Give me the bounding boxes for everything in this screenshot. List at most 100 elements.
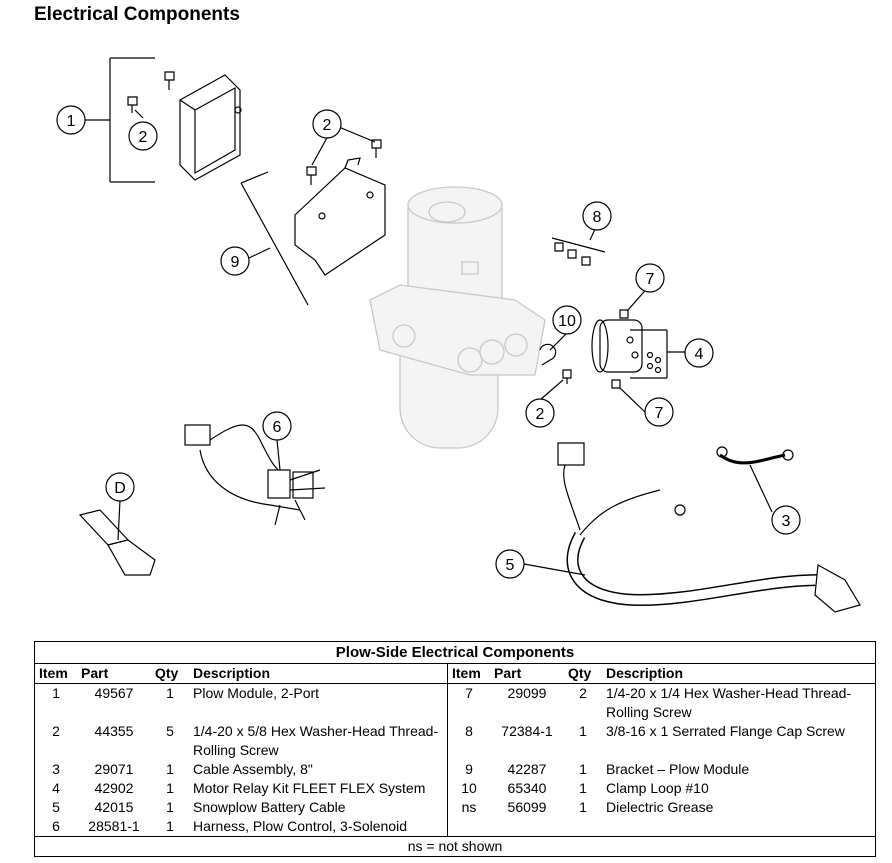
cell-part: [490, 817, 564, 837]
callout-label: 9: [231, 254, 240, 271]
cell-description: Harness, Plow Control, 3-Solenoid: [189, 817, 448, 837]
motor-relay: [591, 319, 662, 374]
callout-2b: [312, 109, 342, 139]
col-description-header: Description: [602, 663, 876, 684]
cell-description: Motor Relay Kit FLEET FLEX System: [189, 779, 448, 798]
cell-qty: 1: [579, 723, 587, 739]
callout-label: 2: [139, 129, 148, 146]
cell-part: 42287: [507, 761, 547, 777]
cell-qty: 2: [579, 685, 587, 701]
callout-4: [684, 338, 714, 368]
cell-qty: [564, 817, 602, 837]
table-header-row: Item Part Qty Description Item Part Qty …: [34, 663, 876, 684]
cell-qty: 1: [166, 685, 174, 701]
cell-description: 1/4-20 x 5/8 Hex Washer-Head Thread-Roll…: [189, 722, 448, 760]
cell-part: 42902: [94, 780, 134, 796]
cell-description: Snowplow Battery Cable: [189, 798, 448, 817]
table-row: 6 28581-1 1 Harness, Plow Control, 3-Soleno…: [35, 817, 876, 837]
callout-2a: [128, 121, 158, 151]
callout-label: 5: [506, 557, 515, 574]
table-row: 5 42015 1 Snowplow Battery Cable ns 56099 1 Die…: [35, 798, 876, 817]
cell-qty: 1: [579, 799, 587, 815]
cell-part: 49567: [94, 685, 134, 701]
cell-qty: 5: [166, 723, 174, 739]
cell-part: 29071: [94, 761, 134, 777]
cell-item: 6: [52, 818, 60, 834]
callout-1: [56, 105, 86, 135]
callout-label: 7: [655, 405, 664, 422]
cell-description: Clamp Loop #10: [606, 780, 709, 796]
callout-7a: [635, 263, 665, 293]
cell-description: [602, 817, 876, 837]
callout-label: 7: [646, 271, 655, 288]
col-part-header: Part: [490, 663, 564, 684]
col-part-header: Part: [77, 663, 151, 684]
cell-item: [448, 817, 491, 837]
table-row: 1 49567 1 Plow Module, 2-Port 7 29099 2 1/4-20 …: [35, 683, 876, 722]
parts-table: Plow-Side Electrical Components Item Par…: [34, 641, 876, 857]
cell-part: 42015: [94, 799, 134, 815]
cell-item: 10: [461, 780, 477, 796]
callout-D: [105, 472, 135, 502]
cell-part: 72384-1: [501, 723, 553, 739]
col-qty-header: Qty: [564, 663, 602, 684]
cell-part: 56099: [507, 799, 547, 815]
table-row: 2 44355 5 1/4-20 x 5/8 Hex Washer-Head Thre…: [35, 722, 876, 760]
callout-3: [771, 505, 801, 535]
callout-7b: [644, 397, 674, 427]
plow-control-harness: [184, 424, 326, 526]
cell-qty: 1: [579, 761, 587, 777]
callout-label: 2: [536, 406, 545, 423]
table-row: 4 42902 1 Motor Relay Kit FLEET FLEX System…: [35, 779, 876, 798]
cell-item: 2: [52, 723, 60, 739]
cell-description: 3/8-16 x 1 Serrated Flange Cap Screw: [606, 723, 845, 739]
cell-item: 8: [465, 723, 473, 739]
cell-qty: 1: [166, 799, 174, 815]
cell-item: 7: [465, 685, 473, 701]
cell-part: 29099: [507, 685, 547, 701]
cell-description: Dielectric Grease: [606, 799, 714, 815]
table-footnote: ns = not shown: [34, 836, 876, 857]
callout-label: D: [114, 480, 126, 497]
cell-qty: 1: [166, 780, 174, 796]
col-qty-header: Qty: [151, 663, 189, 684]
exploded-parts-diagram: 1 2 2 9 8 7 10 4 2 7 6 D 3 5: [56, 57, 861, 613]
callout-8: [582, 201, 612, 231]
callout-label: 2: [323, 117, 332, 134]
callout-label: 1: [67, 113, 76, 130]
dielectric-grease-pack: [78, 509, 156, 576]
callout-label: 8: [593, 209, 602, 226]
callout-10: [552, 305, 582, 335]
cell-item: 4: [52, 780, 60, 796]
cell-qty: 1: [166, 818, 174, 834]
callout-9: [220, 246, 250, 276]
cell-description: 1/4-20 x 1/4 Hex Washer-Head Thread-Roll…: [606, 685, 852, 720]
col-item-header: Item: [34, 663, 77, 684]
callout-label: 4: [695, 346, 704, 363]
hydraulic-pump-unit: [369, 186, 546, 449]
table-title: Plow-Side Electrical Components: [34, 641, 876, 664]
col-description-header: Description: [189, 663, 448, 684]
callout-5: [495, 549, 525, 579]
cell-item: ns: [461, 799, 477, 815]
cell-item: 3: [52, 761, 60, 777]
cell-item: 1: [52, 685, 60, 701]
cell-part: 44355: [94, 723, 134, 739]
callout-label: 10: [558, 313, 576, 330]
cell-part: 28581-1: [88, 818, 140, 834]
battery-cable: [557, 442, 861, 613]
cell-description: Plow Module, 2-Port: [189, 683, 448, 722]
table-row: 3 29071 1 Cable Assembly, 8" 9 42287 1 Bracket …: [35, 760, 876, 779]
col-item-header: Item: [447, 663, 490, 684]
callout-6: [262, 411, 292, 441]
cell-description: Cable Assembly, 8": [189, 760, 448, 779]
cell-qty: 1: [166, 761, 174, 777]
cell-part: 65340: [507, 780, 547, 796]
cell-item: 9: [465, 761, 473, 777]
cell-qty: 1: [579, 780, 587, 796]
module-bracket: [294, 157, 386, 276]
cell-description: Bracket – Plow Module: [606, 761, 750, 777]
cell-item: 5: [52, 799, 60, 815]
callout-label: 3: [782, 513, 791, 530]
plow-module: [179, 74, 242, 181]
